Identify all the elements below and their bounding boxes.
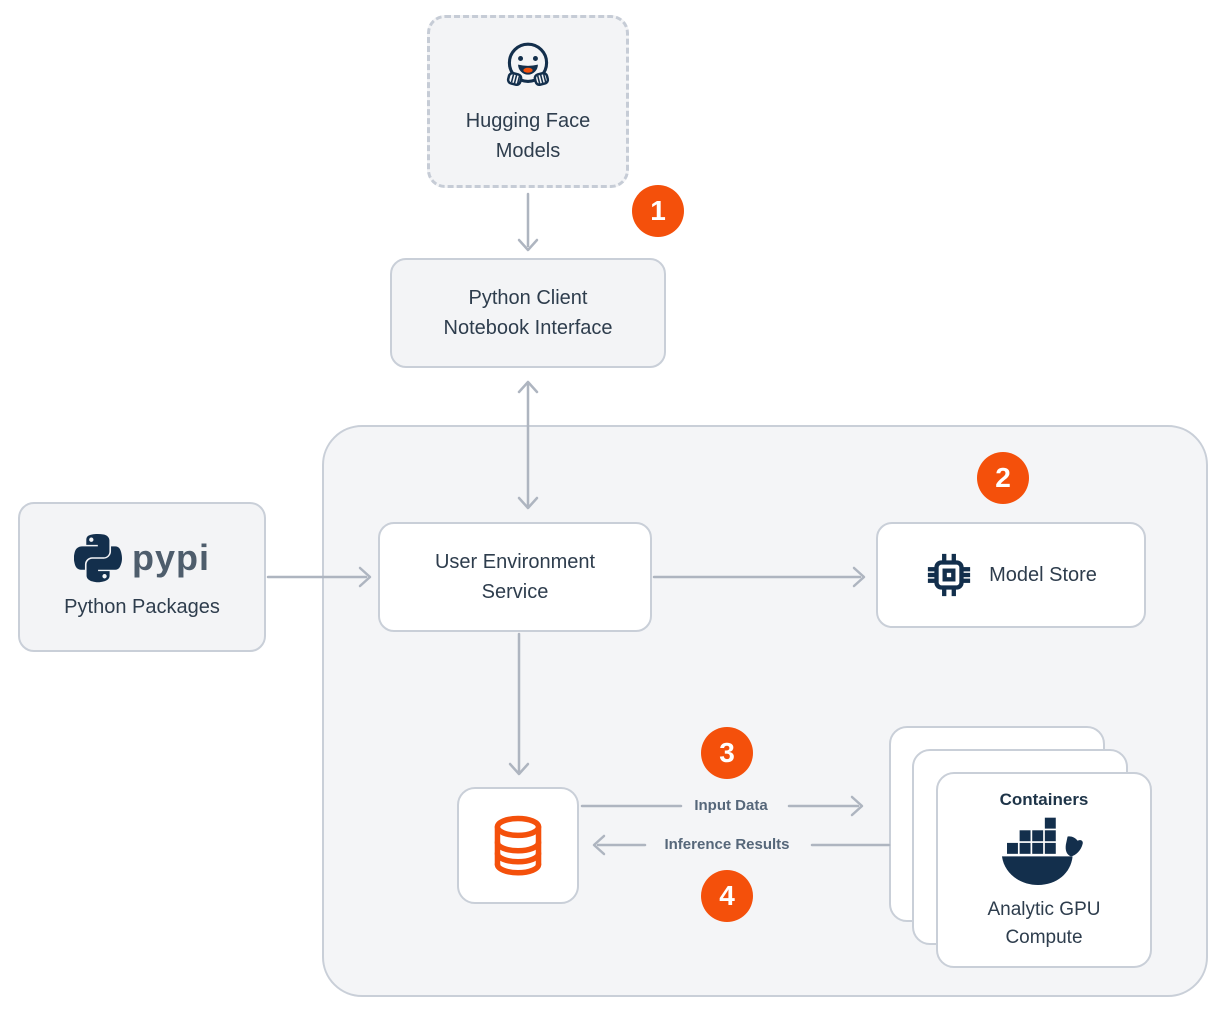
edge-label-input-data: Input Data	[694, 797, 768, 814]
containers-label: Analytic GPU Compute	[987, 899, 1101, 948]
node-pypi-packages: pypi Python Packages	[18, 502, 266, 652]
docker-whale-icon	[1001, 817, 1083, 885]
edge-label-inference-results: Inference Results	[664, 836, 790, 853]
python-client-label: Python Client Notebook Interface	[443, 287, 613, 339]
step-badge-4: 4	[701, 870, 753, 922]
node-model-store: Model Store	[876, 522, 1146, 628]
node-python-client: Python Client Notebook Interface	[390, 258, 666, 368]
node-hugging-face-models: Hugging Face Models	[427, 15, 629, 188]
step-badge-3: 3	[701, 727, 753, 779]
hugging-face-label: Hugging Face Models	[465, 109, 591, 162]
node-user-environment-service: User Environment Service	[378, 522, 652, 632]
hugging-face-icon	[506, 42, 550, 86]
user-environment-label: User Environment Service	[434, 551, 596, 603]
containers-title: Containers	[999, 790, 1089, 809]
model-store-label: Model Store	[989, 564, 1097, 586]
pypi-label: Python Packages	[64, 596, 220, 618]
step-badge-2: 2	[977, 452, 1029, 504]
cpu-chip-icon	[927, 553, 971, 597]
arrow-huggingface-to-client	[517, 192, 539, 252]
node-database	[457, 787, 579, 904]
node-containers: Containers Analytic GPU Compute	[936, 772, 1152, 968]
database-icon	[494, 815, 542, 876]
pypi-wordmark: pypi	[131, 537, 210, 578]
step-badge-1: 1	[632, 185, 684, 237]
pypi-logo: pypi	[73, 532, 210, 584]
python-logo-icon	[73, 533, 122, 583]
